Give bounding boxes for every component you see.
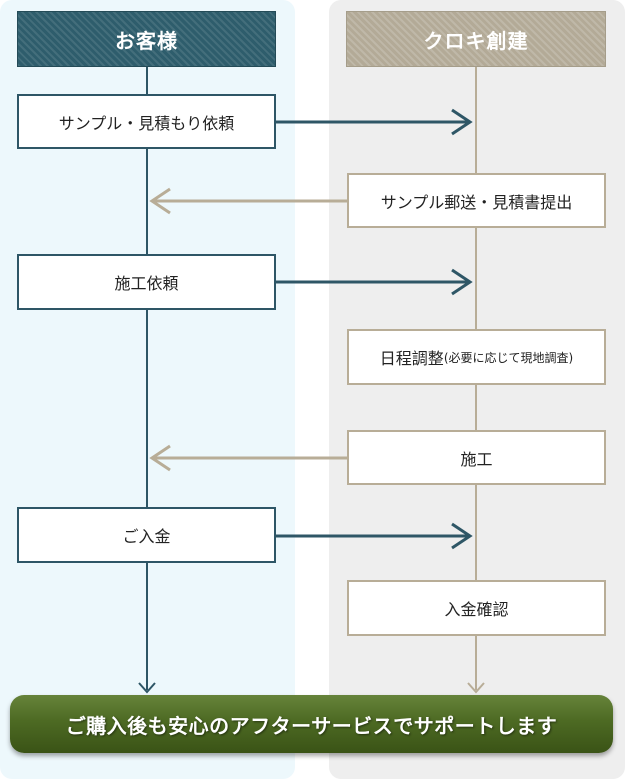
step-sample-request: サンプル・見積もり依頼	[17, 94, 276, 149]
step-work: 施工	[347, 430, 606, 485]
arrow-request-to-company	[276, 108, 473, 136]
step-schedule-label: 日程調整	[379, 349, 444, 368]
customer-header: お客様	[17, 11, 276, 67]
arrow-payment-to-company	[276, 522, 473, 550]
step-payment: ご入金	[17, 507, 276, 563]
arrow-work-request-to-company	[276, 268, 473, 296]
arrow-work-to-customer	[149, 444, 347, 472]
customer-down-arrow	[138, 682, 156, 694]
arrow-sample-to-customer	[149, 187, 347, 215]
step-schedule-note: (必要に応じて現地調査)	[443, 350, 574, 365]
company-down-arrow	[467, 682, 485, 694]
after-service-banner: ご購入後も安心のアフターサービスでサポートします	[10, 695, 613, 753]
step-schedule: 日程調整(必要に応じて現地調査)	[347, 329, 606, 385]
step-sample-ship: サンプル郵送・見積書提出	[347, 173, 606, 228]
step-work-request: 施工依頼	[17, 254, 276, 310]
step-payment-confirm: 入金確認	[347, 580, 606, 636]
company-header: クロキ創建	[346, 11, 606, 67]
